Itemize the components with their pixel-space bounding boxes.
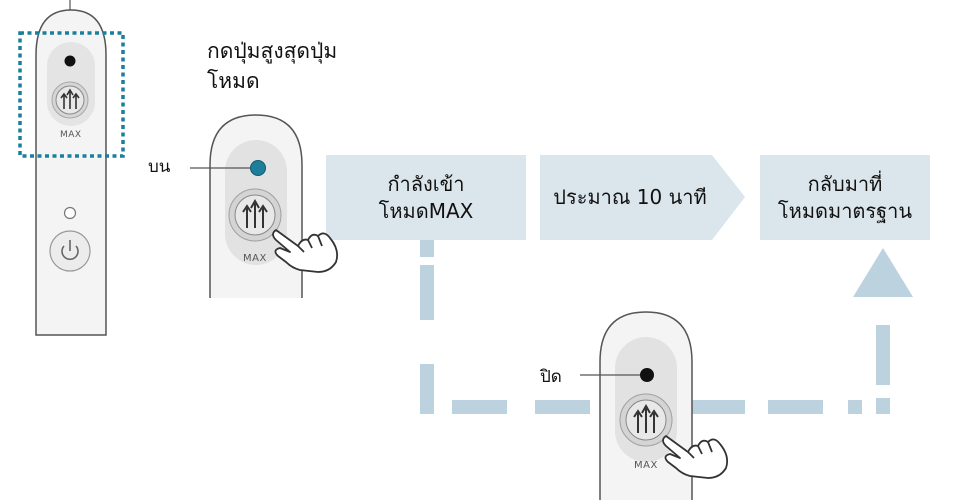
dash-vertical — [876, 398, 890, 414]
dash-corner — [848, 400, 862, 414]
flow-step-1-line-1: กำลังเข้า — [387, 171, 465, 196]
max-label: MAX — [634, 460, 658, 471]
dash-vertical — [420, 240, 434, 257]
indicator-light-off — [640, 368, 654, 382]
pointing-hand-icon — [662, 435, 729, 479]
max-label: MAX — [60, 130, 82, 140]
highlight-box — [18, 31, 125, 158]
flow-step-3-line-1: กลับมาที่ — [807, 171, 883, 196]
instruction-caption: กดปุ่มสูงสุดปุ่ม โหมด — [207, 36, 337, 96]
flow-box-1-shape — [326, 155, 526, 240]
pointing-hand-icon — [272, 229, 339, 273]
remote-off — [580, 311, 729, 500]
dash-vertical — [420, 364, 434, 414]
label-off: ปิด — [540, 367, 562, 387]
return-path — [420, 240, 913, 414]
dash-horizontal — [535, 400, 590, 414]
flow-step-1-line-2: โหมดMAX — [378, 198, 474, 223]
max-label: MAX — [243, 253, 267, 264]
up-arrow — [853, 248, 913, 297]
power-icon — [61, 240, 79, 261]
power-indicator — [63, 206, 77, 220]
flow-box-3-shape — [760, 155, 930, 240]
flow-step-2-line-1: ประมาณ 10 นาที — [553, 185, 707, 209]
dash-horizontal — [452, 400, 507, 414]
instruction-line-1: กดปุ่มสูงสุดปุ่ม — [207, 39, 338, 63]
remote-on — [190, 114, 339, 298]
remote-overview — [18, 0, 125, 336]
max-arrows-icon — [60, 88, 80, 109]
dash-horizontal — [690, 400, 745, 414]
dash-vertical — [876, 325, 890, 385]
indicator-light — [64, 55, 76, 67]
flow-arrow-2-shape — [540, 155, 745, 240]
flow-step-3-line-2: โหมดมาตรฐาน — [777, 198, 913, 223]
max-arrows-icon — [633, 403, 659, 433]
max-arrows-icon — [242, 198, 268, 228]
flow-step-return-standard: กลับมาที่ โหมดมาตรฐาน — [760, 155, 930, 240]
flow-step-duration: ประมาณ 10 นาที — [540, 155, 720, 240]
flow-step-entering-max: กำลังเข้า โหมดMAX — [326, 155, 526, 240]
label-on: บน — [148, 157, 171, 177]
dash-horizontal — [768, 400, 823, 414]
dash-vertical — [420, 265, 434, 320]
indicator-light-on — [250, 160, 266, 176]
instruction-line-2: โหมด — [207, 69, 260, 93]
